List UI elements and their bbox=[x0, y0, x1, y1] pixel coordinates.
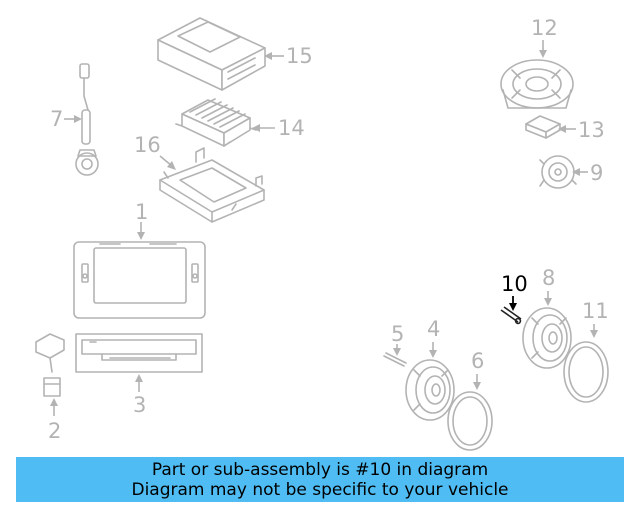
leader-16 bbox=[159, 155, 176, 170]
leader-1 bbox=[137, 222, 145, 240]
leader-2 bbox=[50, 398, 58, 416]
leader-8 bbox=[544, 291, 552, 306]
callout-3: 3 bbox=[133, 393, 146, 417]
callout-10: 10 bbox=[501, 272, 528, 296]
part-15-cover bbox=[157, 17, 266, 91]
leader-11 bbox=[590, 324, 598, 338]
info-banner: Part or sub-assembly is #10 in diagram D… bbox=[16, 457, 624, 502]
leader-3 bbox=[135, 374, 143, 392]
callout-1: 1 bbox=[135, 200, 148, 224]
callout-8: 8 bbox=[542, 266, 555, 290]
part-11-gasket bbox=[563, 341, 609, 403]
leader-14 bbox=[252, 124, 275, 132]
part-12-speaker bbox=[500, 59, 574, 109]
leader-15 bbox=[264, 52, 284, 60]
callout-15: 15 bbox=[286, 44, 313, 68]
part-9-tweeter bbox=[539, 155, 577, 189]
banner-line-2: Diagram may not be specific to your vehi… bbox=[131, 479, 509, 500]
part-2-connector bbox=[35, 333, 65, 397]
callout-14: 14 bbox=[278, 116, 305, 140]
callout-6: 6 bbox=[471, 349, 484, 373]
part-5-pin bbox=[383, 352, 407, 367]
leader-6 bbox=[473, 374, 481, 390]
leader-7 bbox=[64, 115, 82, 123]
part-10-clip bbox=[500, 306, 522, 325]
part-1-display bbox=[73, 241, 206, 319]
callout-9: 9 bbox=[590, 161, 603, 185]
part-8-speaker bbox=[522, 307, 572, 369]
banner-line-1: Part or sub-assembly is #10 in diagram bbox=[151, 459, 489, 480]
callout-4: 4 bbox=[427, 317, 440, 341]
callout-5: 5 bbox=[391, 322, 404, 346]
part-7-cable bbox=[75, 63, 99, 176]
part-16-bracket bbox=[159, 147, 265, 223]
callout-11: 11 bbox=[582, 299, 609, 323]
callout-16: 16 bbox=[134, 133, 161, 157]
callout-2: 2 bbox=[48, 419, 61, 443]
leader-10 bbox=[509, 296, 517, 311]
part-14-amplifier bbox=[175, 98, 257, 147]
callout-12: 12 bbox=[531, 16, 558, 40]
leader-12 bbox=[539, 40, 547, 58]
leader-5 bbox=[393, 344, 401, 356]
part-6-gasket bbox=[447, 391, 493, 451]
callout-7: 7 bbox=[50, 107, 63, 131]
part-3-panel bbox=[75, 333, 203, 373]
leader-4 bbox=[429, 342, 437, 358]
callout-13: 13 bbox=[578, 118, 605, 142]
part-13-block bbox=[525, 115, 561, 139]
leader-13 bbox=[558, 125, 576, 133]
part-4-speaker bbox=[405, 359, 455, 421]
leader-9 bbox=[572, 168, 588, 176]
